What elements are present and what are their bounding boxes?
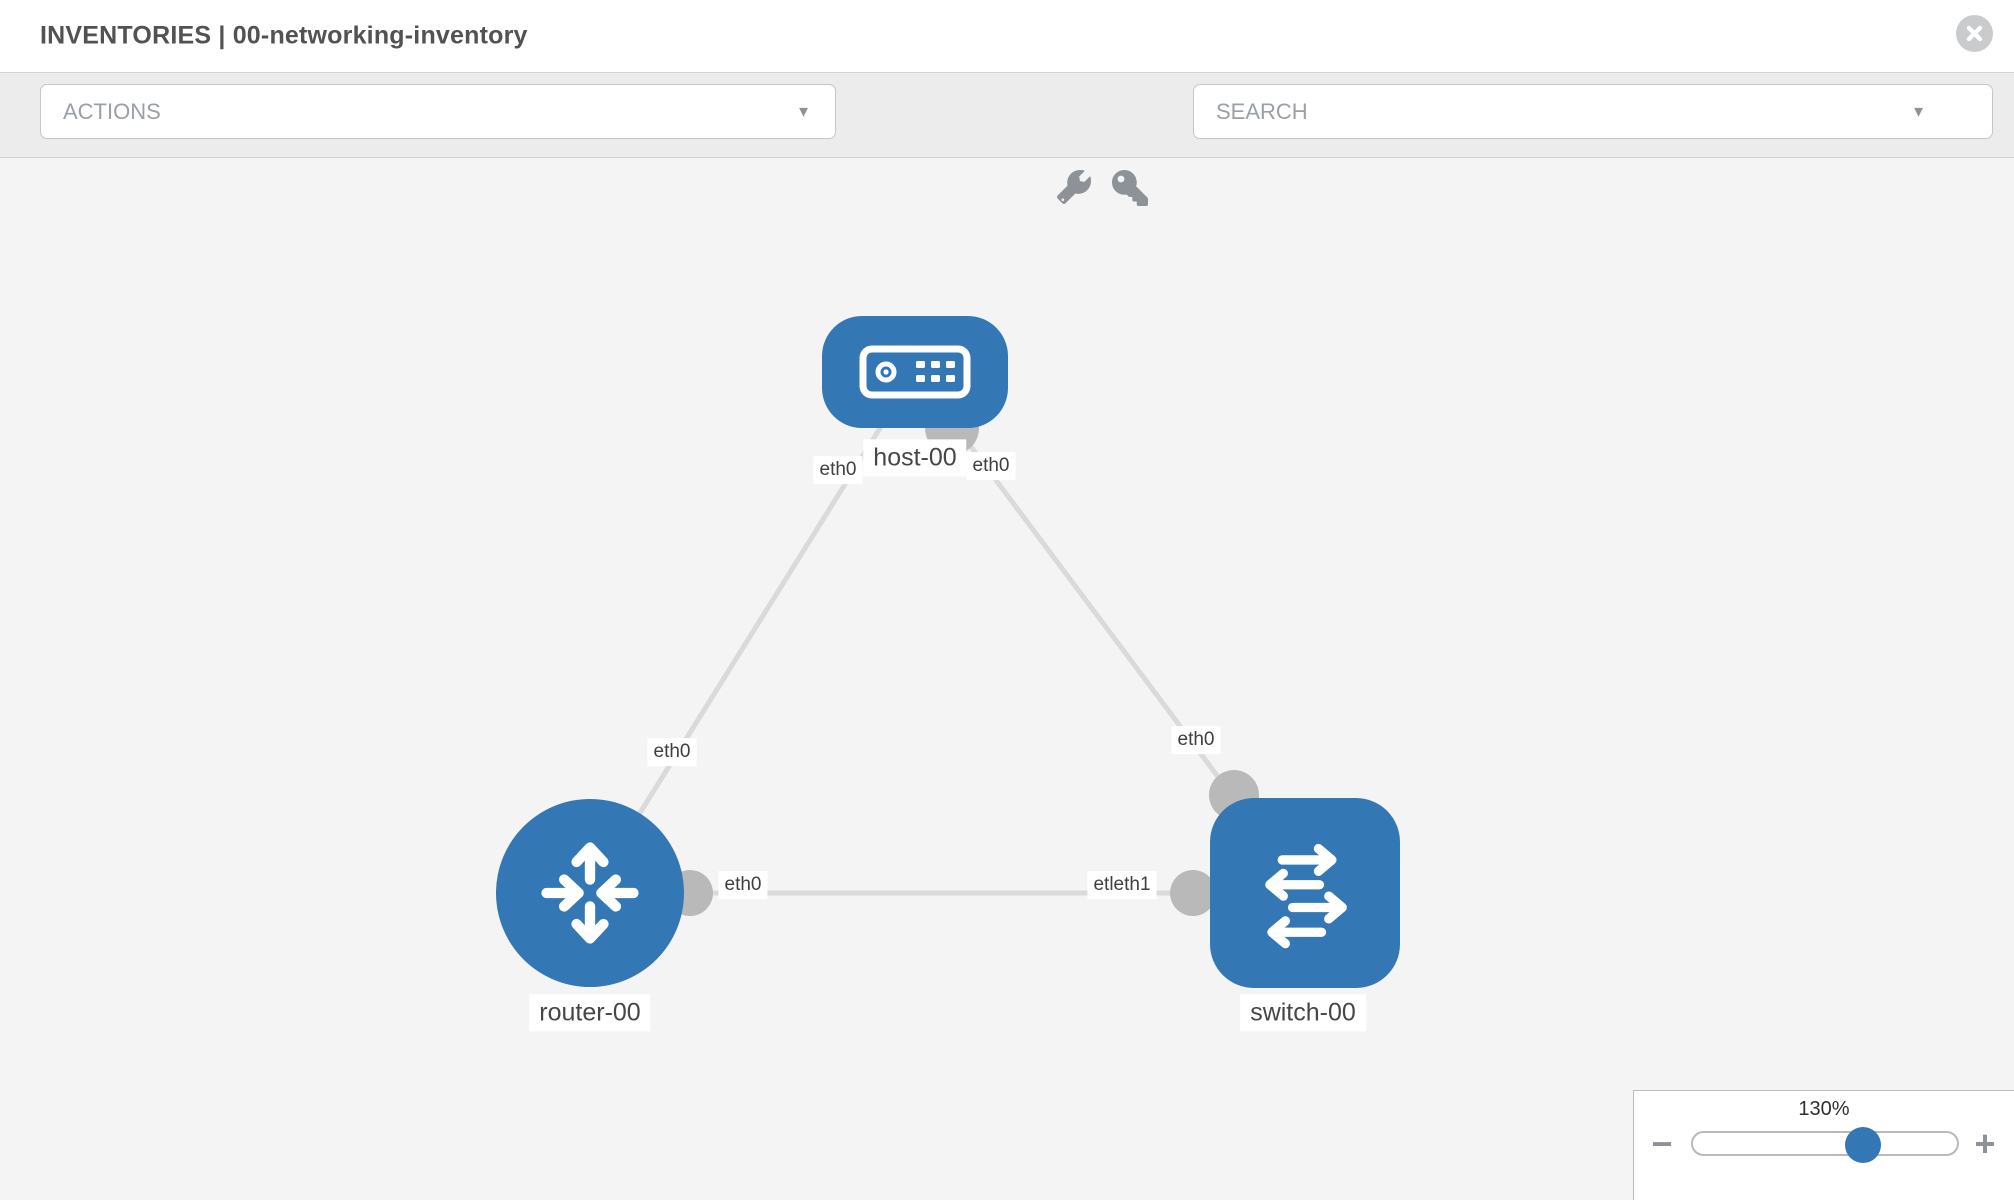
node-label-router: router-00 <box>529 994 651 1032</box>
actions-dropdown[interactable]: ACTIONS ▼ <box>40 84 836 139</box>
search-dropdown-label: SEARCH <box>1216 98 1308 124</box>
toolbar: ACTIONS ▼ SEARCH ▼ <box>0 72 2014 206</box>
plus-icon: + <box>1974 1123 1996 1164</box>
node-label-switch: switch-00 <box>1240 994 1366 1032</box>
zoom-slider-handle[interactable] <box>1845 1127 1881 1163</box>
interface-label-switch-top: eth0 <box>1171 726 1221 754</box>
interface-label-link-switch-end: etleth1 <box>1087 871 1157 899</box>
wrench-button[interactable] <box>1057 170 1091 204</box>
header-bar: INVENTORIES | 00-networking-inventory <box>0 0 2014 72</box>
key-icon <box>1112 170 1148 206</box>
zoom-in-button[interactable]: + <box>1974 1126 1995 1162</box>
chevron-down-icon: ▼ <box>796 103 811 120</box>
wrench-icon <box>1057 170 1091 204</box>
interface-connector-switch-left <box>1170 870 1216 916</box>
interface-label-host-left: eth0 <box>813 456 863 484</box>
close-button[interactable] <box>1956 15 1993 52</box>
interface-label-link-router-end: eth0 <box>718 871 768 899</box>
interface-label-router-top: eth0 <box>647 738 697 766</box>
router-icon <box>541 842 639 944</box>
node-switch-00[interactable] <box>1210 798 1400 988</box>
key-button[interactable] <box>1112 170 1148 206</box>
node-label-host: host-00 <box>863 439 967 477</box>
host-icon <box>859 345 971 399</box>
node-host-00[interactable] <box>822 316 1008 428</box>
zoom-level-value: 130% <box>1798 1098 1850 1120</box>
zoom-panel: 130% − + <box>1633 1090 2014 1200</box>
zoom-slider-track[interactable] <box>1691 1131 1959 1156</box>
minus-icon: − <box>1651 1123 1673 1164</box>
interface-label-host-right: eth0 <box>966 452 1016 480</box>
switch-icon <box>1265 843 1347 949</box>
chevron-down-icon: ▼ <box>1911 103 1926 120</box>
actions-dropdown-label: ACTIONS <box>63 98 161 124</box>
zoom-out-button[interactable]: − <box>1651 1126 1672 1162</box>
node-router-00[interactable] <box>496 799 684 987</box>
page-title: INVENTORIES | 00-networking-inventory <box>40 21 528 50</box>
search-dropdown[interactable]: SEARCH ▼ <box>1193 84 1993 139</box>
close-icon <box>1966 25 1983 42</box>
